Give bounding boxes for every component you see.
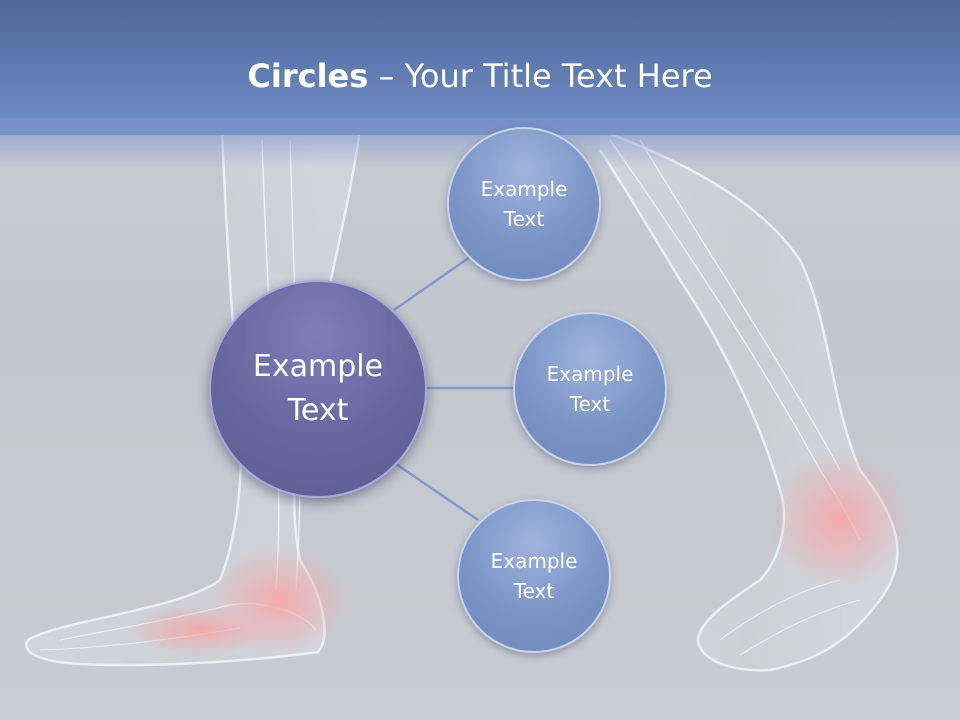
node-circle-middle: Example Text bbox=[513, 312, 667, 466]
title-bar bbox=[0, 0, 960, 135]
center-circle: Example Text bbox=[209, 280, 427, 498]
node-label-bottom: Example Text bbox=[490, 549, 578, 603]
slide-title-bold: Circles bbox=[247, 57, 369, 95]
right-ankle-joint-glow bbox=[770, 450, 910, 590]
slide-title: Circles – Your Title Text Here bbox=[0, 52, 960, 100]
center-circle-label: Example Text bbox=[252, 349, 384, 428]
node-label-middle: Example Text bbox=[546, 362, 634, 416]
connector-line-top bbox=[393, 255, 471, 312]
connector-line-bottom bbox=[395, 462, 479, 522]
left-foot-joint-glow bbox=[130, 605, 270, 655]
slide-title-text: – Your Title Text Here bbox=[368, 57, 713, 95]
node-circle-top: Example Text bbox=[447, 127, 601, 281]
node-circle-bottom: Example Text bbox=[457, 499, 611, 653]
node-label-top: Example Text bbox=[480, 177, 568, 231]
